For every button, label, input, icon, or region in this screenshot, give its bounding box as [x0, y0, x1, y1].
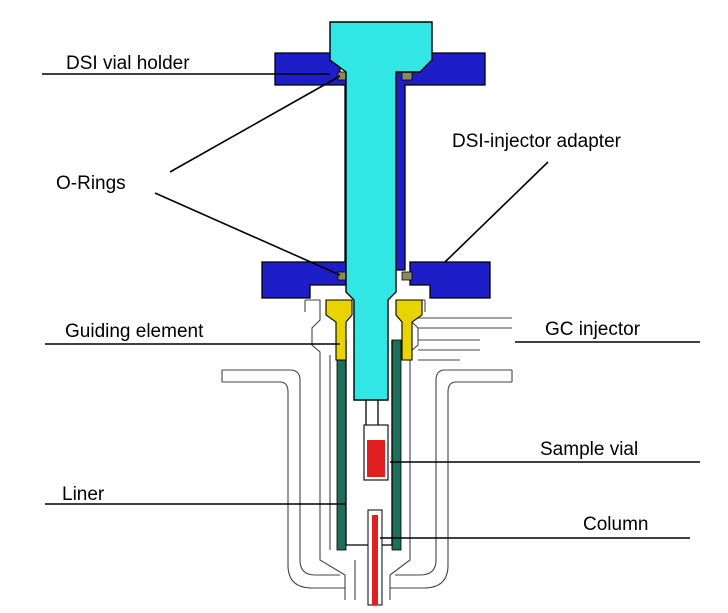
label-gc-injector: GC injector [545, 319, 641, 340]
column [367, 509, 383, 606]
label-o-rings: O-Rings [56, 173, 126, 194]
label-guiding-element: Guiding element [65, 321, 204, 342]
sample-vial [363, 424, 389, 481]
leader-lines [42, 73, 700, 539]
vial-holder-plunger [329, 21, 433, 401]
gc-injector-body [221, 299, 513, 600]
guiding-element [325, 299, 423, 361]
label-vial-holder: DSI vial holder [66, 53, 190, 74]
label-column: Column [583, 514, 648, 535]
label-sample-vial: Sample vial [540, 439, 638, 460]
label-liner: Liner [62, 484, 105, 505]
label-adapter: DSI-injector adapter [452, 131, 622, 152]
